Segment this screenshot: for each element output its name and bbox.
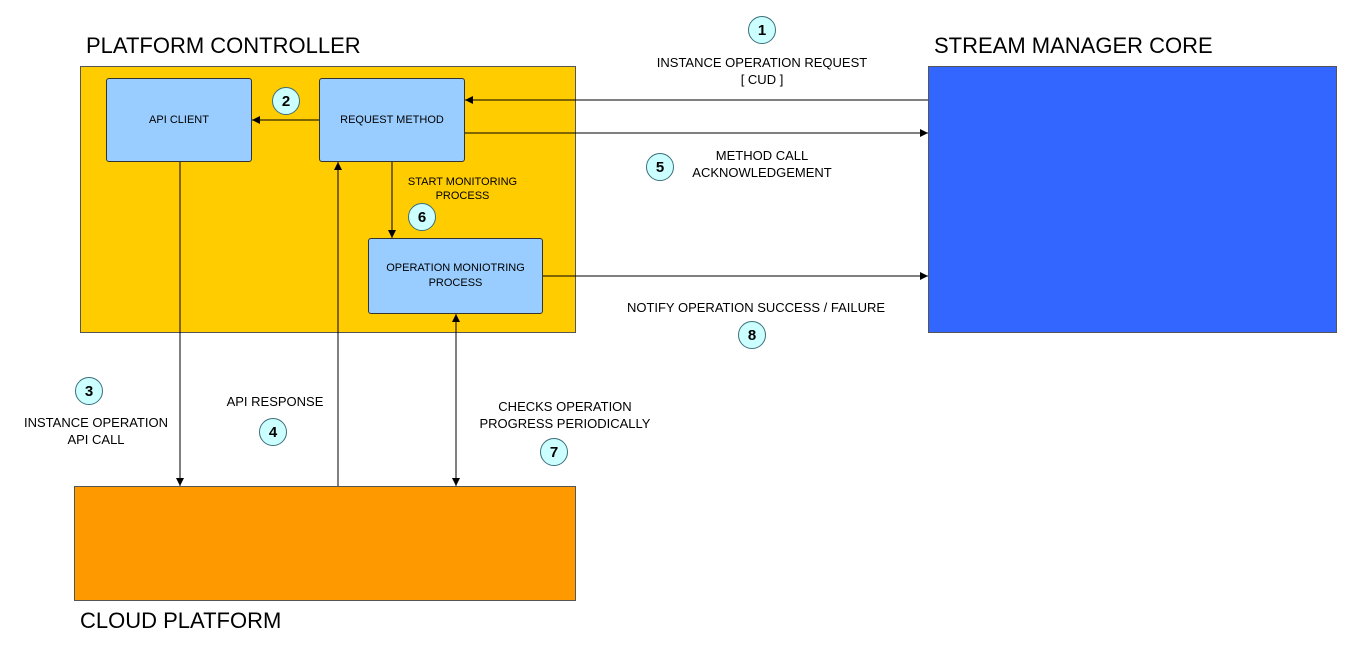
cloud-platform-title: CLOUD PLATFORM xyxy=(80,608,282,633)
checks-progress-label: CHECKS OPERATION PROGRESS PERIODICALLY xyxy=(466,398,664,432)
checks-progress-label-line2: PROGRESS PERIODICALLY xyxy=(479,416,651,431)
cloud-platform-region xyxy=(74,486,576,601)
step-8-badge: 8 xyxy=(738,321,766,349)
notify-label: NOTIFY OPERATION SUCCESS / FAILURE xyxy=(606,299,906,316)
api-response-label: API RESPONSE xyxy=(215,393,335,410)
step-4-badge: 4 xyxy=(259,418,287,446)
step-2-badge: 2 xyxy=(272,87,300,115)
instance-request-label-line2: [ CUD ] xyxy=(740,72,784,87)
api-response-label-text: API RESPONSE xyxy=(226,394,324,409)
api-client-label: API CLIENT xyxy=(149,113,209,126)
start-monitoring-label: START MONITORING PROCESS xyxy=(395,175,530,203)
method-ack-label-line2: ACKNOWLEDGEMENT xyxy=(692,165,832,180)
step-5-badge: 5 xyxy=(646,153,674,181)
start-monitoring-label-line2: PROCESS xyxy=(435,190,490,202)
request-method-label: REQUEST METHOD xyxy=(340,113,444,126)
start-monitoring-label-line1: START MONITORING xyxy=(407,176,518,188)
platform-controller-title: PLATFORM CONTROLLER xyxy=(86,33,361,58)
step-1-badge: 1 xyxy=(748,16,776,44)
operation-monitoring-label-line1: OPERATION MONIOTRING xyxy=(386,262,525,274)
notify-label-text: NOTIFY OPERATION SUCCESS / FAILURE xyxy=(626,300,886,315)
step-3-badge: 3 xyxy=(75,377,103,405)
method-ack-label-line1: METHOD CALL xyxy=(715,148,809,163)
step-7-badge: 7 xyxy=(540,438,568,466)
api-call-label-line1: INSTANCE OPERATION xyxy=(24,415,168,430)
step-6-badge: 6 xyxy=(408,203,436,231)
api-client-box: API CLIENT xyxy=(106,78,252,162)
checks-progress-label-line1: CHECKS OPERATION xyxy=(498,399,632,414)
stream-manager-core-title: STREAM MANAGER CORE xyxy=(934,33,1213,58)
instance-request-label-line1: INSTANCE OPERATION REQUEST xyxy=(656,55,868,70)
api-call-label-line2: API CALL xyxy=(67,432,125,447)
operation-monitoring-box: OPERATION MONIOTRING PROCESS xyxy=(368,238,543,314)
request-method-box: REQUEST METHOD xyxy=(319,78,465,162)
operation-monitoring-label-line2: PROCESS xyxy=(428,277,483,289)
api-call-label: INSTANCE OPERATION API CALL xyxy=(12,414,180,448)
instance-request-label: INSTANCE OPERATION REQUEST [ CUD ] xyxy=(640,54,884,88)
stream-manager-core-region xyxy=(928,66,1337,333)
method-ack-label: METHOD CALL ACKNOWLEDGEMENT xyxy=(672,147,852,181)
